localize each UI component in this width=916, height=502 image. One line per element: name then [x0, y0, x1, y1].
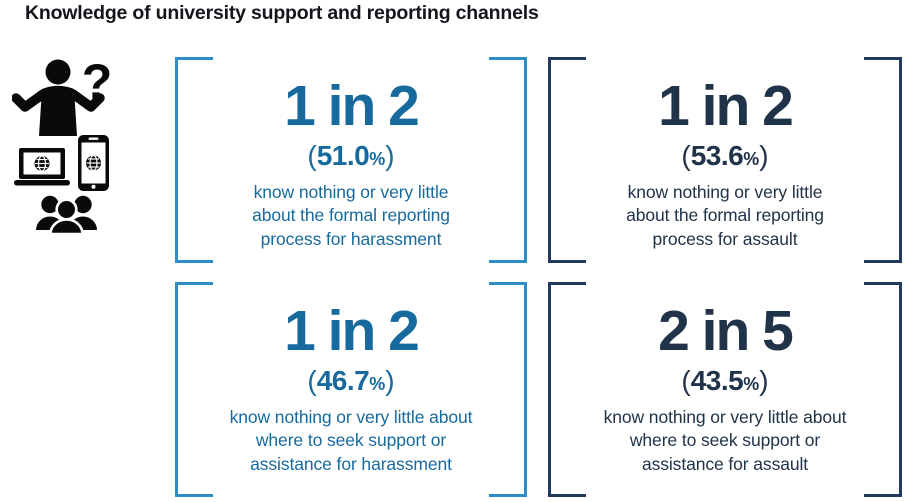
stat-panel-reporting-harassment: 1 in 2 (51.0%) know nothing or very litt… [175, 57, 527, 263]
paren-close: ) [759, 140, 769, 171]
bracket-right [864, 282, 902, 497]
paren-close: ) [385, 365, 395, 396]
globe-icon [86, 154, 101, 172]
knowledge-channels-icon: ? [12, 54, 112, 236]
ratio-value: 1 in 2 [284, 74, 420, 138]
ratio-value: 1 in 2 [658, 74, 794, 138]
smartphone-icon [78, 135, 109, 191]
stat-panel-support-harassment: 1 in 2 (46.7%) know nothing or very litt… [175, 282, 527, 497]
bracket-right [864, 57, 902, 263]
people-group-icon [36, 195, 97, 236]
bracket-left [548, 282, 586, 497]
percent-value: (51.0%) [307, 140, 395, 171]
stat-description: know nothing or very little about where … [229, 406, 473, 474]
percent-value: (46.7%) [307, 365, 395, 396]
ratio-value: 1 in 2 [284, 299, 420, 363]
stat-description: know nothing or very little about the fo… [626, 181, 824, 249]
paren-open: ( [681, 365, 691, 396]
bracket-left [548, 57, 586, 263]
page-title: Knowledge of university support and repo… [25, 2, 539, 24]
stat-panel-reporting-assault: 1 in 2 (53.6%) know nothing or very litt… [548, 57, 902, 263]
stat-panel-support-assault: 2 in 5 (43.5%) know nothing or very litt… [548, 282, 902, 497]
paren-close: ) [385, 140, 395, 171]
paren-open: ( [307, 365, 317, 396]
bracket-right [489, 57, 527, 263]
stat-description: know nothing or very little about where … [603, 406, 847, 474]
bracket-left [175, 282, 213, 497]
laptop-icon [14, 148, 70, 186]
paren-open: ( [307, 140, 317, 171]
paren-close: ) [759, 365, 769, 396]
percent-sign: % [743, 374, 760, 394]
percent-sign: % [743, 149, 760, 169]
bracket-left [175, 57, 213, 263]
ratio-value: 2 in 5 [658, 299, 794, 363]
bracket-right [489, 282, 527, 497]
percent-sign: % [369, 149, 386, 169]
paren-open: ( [681, 140, 691, 171]
percent-value: (53.6%) [681, 140, 769, 171]
question-mark-icon: ? [82, 54, 112, 110]
stat-description: know nothing or very little about the fo… [252, 181, 450, 249]
globe-icon [34, 155, 50, 172]
person-shrug-icon [12, 59, 105, 136]
percent-sign: % [369, 374, 386, 394]
percent-value: (43.5%) [681, 365, 769, 396]
